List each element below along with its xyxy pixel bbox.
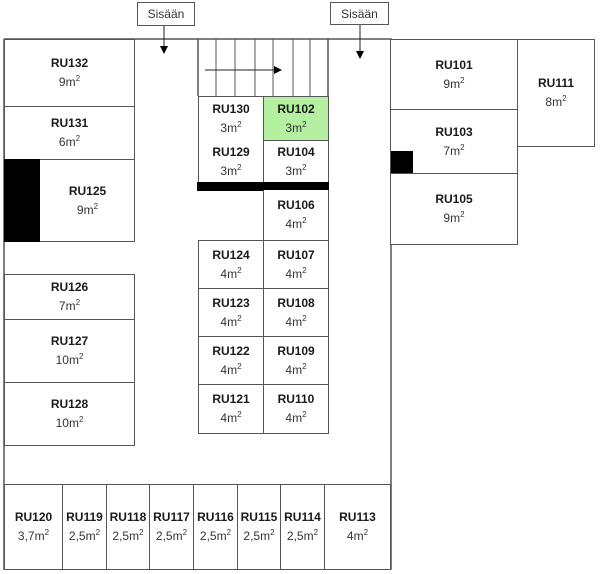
room-size: 9m2 [58,74,81,89]
room-ru132[interactable]: RU132 9m2 [4,39,135,107]
room-ru116[interactable]: RU116 2,5m2 [193,484,238,570]
room-size: 4m2 [285,265,307,281]
pillar-block [391,151,413,173]
room-ru118[interactable]: RU118 2,5m2 [106,484,150,570]
room-size: 3m2 [285,119,307,135]
room-name: RU101 [435,57,473,72]
room-size: 2,5m2 [286,528,319,543]
room-ru122[interactable]: RU122 4m2 [198,336,264,385]
room-ru131[interactable]: RU131 6m2 [4,106,135,160]
room-name: RU120 [14,510,53,524]
room-name: RU121 [212,392,250,406]
room-size: 6m2 [58,134,81,149]
room-name: RU107 [277,247,315,262]
room-size: 4m2 [346,528,369,543]
room-name: RU111 [537,76,575,90]
room-size: 10m2 [55,415,84,430]
room-name: RU103 [435,124,473,139]
room-size: 8m2 [545,94,567,109]
room-name: RU124 [212,247,250,262]
room-size: 4m2 [220,361,242,377]
room-name: RU105 [435,192,473,206]
room-ru110[interactable]: RU110 4m2 [263,384,329,434]
room-name: RU130 [212,101,250,116]
room-size: 4m2 [220,313,242,329]
room-ru106[interactable]: RU106 4m2 [263,190,329,241]
room-ru114[interactable]: RU114 2,5m2 [280,484,325,570]
room-name: RU106 [277,198,315,212]
room-ru109[interactable]: RU109 4m2 [263,336,329,385]
room-name: RU126 [50,280,89,294]
room-name: RU102 [277,101,315,116]
room-name: RU127 [50,334,89,348]
room-name: RU113 [339,510,376,524]
room-ru120[interactable]: RU120 3,7m2 [4,484,63,570]
room-ru129[interactable]: RU129 3m2 [198,140,264,184]
room-name: RU122 [212,343,250,358]
room-size: 3m2 [220,119,242,135]
room-size: 9m2 [443,210,465,225]
room-size: 4m2 [285,410,307,425]
room-size: 2,5m2 [243,528,275,543]
room-name: RU110 [277,392,315,406]
room-ru107[interactable]: RU107 4m2 [263,240,329,289]
room-name: RU128 [50,397,89,411]
room-ru113[interactable]: RU113 4m2 [324,484,391,570]
room-ru127[interactable]: RU127 10m2 [4,319,135,383]
room-name: RU115 [240,510,278,524]
room-size: 7m2 [58,298,81,313]
room-size: 4m2 [285,313,307,329]
room-ru124[interactable]: RU124 4m2 [198,240,264,289]
room-ru123[interactable]: RU123 4m2 [198,288,264,337]
room-ru108[interactable]: RU108 4m2 [263,288,329,337]
staircase [197,39,329,96]
entrance-label-right: Sisään [330,2,389,25]
room-size: 2,5m2 [155,528,188,543]
room-ru128[interactable]: RU128 10m2 [4,382,135,446]
room-size: 4m2 [220,265,242,281]
room-name: RU117 [153,510,190,524]
entrance-label-text: Sisään [147,7,185,21]
room-ru111[interactable]: RU111 8m2 [517,39,595,147]
room-name: RU119 [66,510,103,524]
room-size: 9m2 [443,75,465,91]
room-name: RU116 [197,510,234,524]
room-name: RU123 [212,295,250,310]
room-ru117[interactable]: RU117 2,5m2 [149,484,194,570]
room-ru102-highlighted[interactable]: RU102 3m2 [263,96,329,141]
room-size: 3m2 [220,162,242,178]
room-size: 7m2 [443,142,465,158]
room-ru105[interactable]: RU105 9m2 [390,173,518,245]
room-ru104[interactable]: RU104 3m2 [263,140,329,184]
room-size: 10m2 [55,352,84,367]
room-ru126[interactable]: RU126 7m2 [4,274,135,320]
room-name: RU125 [68,183,107,198]
room-size: 2,5m2 [112,528,144,543]
entrance-label-text: Sisään [341,6,378,21]
room-name: RU132 [50,56,89,70]
room-size: 9m2 [76,201,99,217]
room-ru121[interactable]: RU121 4m2 [198,384,264,434]
room-name: RU104 [277,145,315,159]
room-size: 4m2 [285,216,307,231]
room-size: 2,5m2 [199,528,232,543]
room-name: RU114 [284,510,321,524]
entrance-label-left: Sisään [137,2,195,26]
room-name: RU129 [212,144,250,159]
room-name: RU108 [277,295,315,310]
room-name: RU109 [277,343,315,358]
room-size: 2,5m2 [68,528,101,543]
pillar-block [4,159,40,242]
room-size: 3m2 [285,163,307,178]
wall-block [197,182,329,191]
room-ru130[interactable]: RU130 3m2 [198,96,264,141]
room-size: 4m2 [220,410,242,425]
room-ru101[interactable]: RU101 9m2 [390,39,518,110]
room-size: 4m2 [285,361,307,377]
room-ru115[interactable]: RU115 2,5m2 [237,484,281,570]
room-name: RU131 [50,116,89,130]
room-size: 3,7m2 [17,528,50,543]
room-name: RU118 [109,510,147,524]
room-ru119[interactable]: RU119 2,5m2 [62,484,107,570]
